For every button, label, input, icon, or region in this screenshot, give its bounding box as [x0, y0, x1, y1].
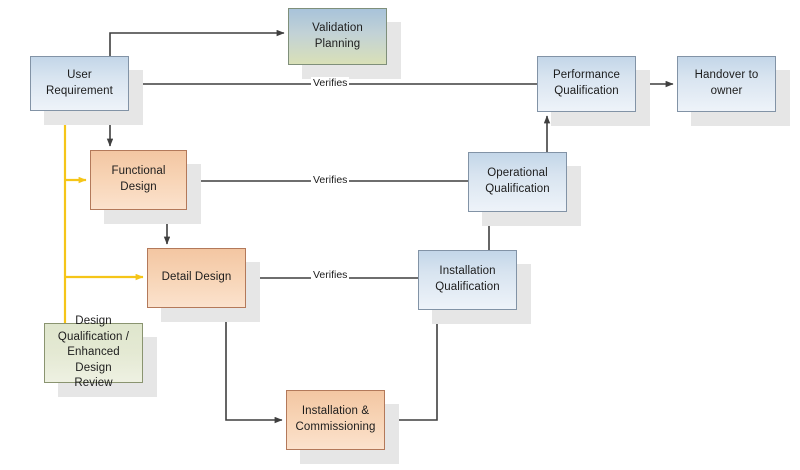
node-validation-planning[interactable]: Validation Planning — [288, 8, 387, 65]
node-label: Functional Design — [111, 165, 166, 193]
node-performance-qualification[interactable]: Performance Qualification — [537, 56, 636, 112]
edge-label-verifies-middle: Verifies — [311, 174, 350, 186]
node-label: Installation & Commissioning — [295, 405, 376, 433]
edge-ur-to-validation-planning — [109, 29, 285, 56]
edge-label-verifies-top: Verifies — [311, 77, 350, 89]
node-functional-design[interactable]: Functional Design — [90, 150, 187, 210]
node-label: Installation Qualification — [435, 265, 500, 293]
node-label: Design Qualification / Enhanced Design R… — [57, 315, 130, 390]
node-handover-to-owner[interactable]: Handover to owner — [677, 56, 776, 112]
node-label: Performance Qualification — [553, 69, 620, 97]
node-design-qualification[interactable]: Design Qualification / Enhanced Design R… — [44, 315, 143, 389]
node-detail-design[interactable]: Detail Design — [147, 248, 246, 308]
node-user-requirement[interactable]: User Requirement — [30, 56, 129, 111]
node-label: Validation Planning — [312, 21, 363, 50]
edge-label-verifies-bottom: Verifies — [311, 269, 350, 281]
node-label: Operational Qualification — [485, 167, 550, 195]
node-label: User Requirement — [46, 68, 113, 97]
node-installation-qualification[interactable]: Installation Qualification — [418, 250, 517, 310]
node-operational-qualification[interactable]: Operational Qualification — [468, 152, 567, 212]
node-label: Detail Design — [161, 271, 232, 284]
node-installation-commissioning[interactable]: Installation & Commissioning — [286, 390, 385, 450]
edge-dd-to-installation-commissioning — [225, 308, 283, 424]
node-label: Handover to owner — [694, 69, 759, 97]
